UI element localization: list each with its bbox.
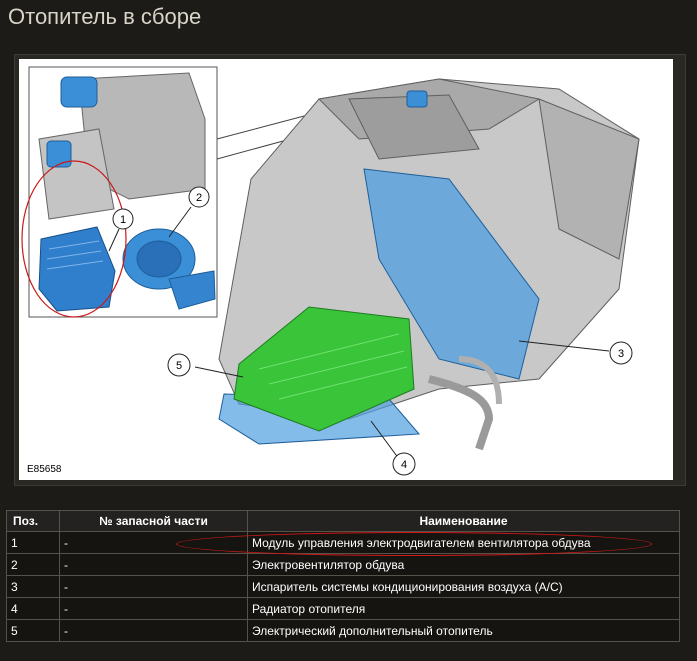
row-name: Модуль управления электродвигателем вент… — [247, 531, 680, 554]
parts-table: Поз. № запасной части Наименование 1 - М… — [6, 510, 680, 642]
svg-text:4: 4 — [401, 459, 407, 471]
ac-evaporator — [363, 168, 540, 380]
row-pos: 3 — [6, 575, 60, 598]
row-pos: 4 — [6, 597, 60, 620]
figure-frame: 1 2 3 4 5 E85658 — [14, 54, 686, 486]
row-pos: 1 — [6, 531, 60, 554]
svg-text:3: 3 — [618, 348, 624, 360]
table-row: 4 - Радиатор отопителя — [6, 597, 680, 620]
page-title: Отопитель в сборе — [8, 4, 202, 29]
callout-5: 5 — [167, 353, 191, 377]
row-name: Электрический дополнительный отопитель — [247, 619, 680, 642]
figure-code: E85658 — [27, 464, 62, 475]
table-header-row: Поз. № запасной части Наименование — [6, 510, 680, 532]
table-row: 1 - Модуль управления электродвигателем … — [6, 531, 680, 554]
heater-assembly-diagram: 1 2 3 4 5 E85658 — [19, 59, 673, 480]
blower-motor — [122, 228, 216, 310]
row-name: Электровентилятор обдува — [247, 553, 680, 576]
callout-3: 3 — [609, 341, 633, 365]
row-part-number: - — [59, 597, 248, 620]
svg-text:2: 2 — [196, 192, 202, 204]
callout-1: 1 — [112, 208, 134, 230]
header-part-number: № запасной части — [59, 510, 248, 532]
diagram-svg: 1 2 3 4 5 — [21, 66, 640, 476]
row-part-number: - — [59, 531, 248, 554]
row-name: Испаритель системы кондиционирования воз… — [247, 575, 680, 598]
svg-text:1: 1 — [120, 214, 126, 226]
header-pos: Поз. — [6, 510, 60, 532]
electric-aux-heater — [233, 306, 415, 432]
header-name: Наименование — [247, 510, 680, 532]
svg-text:5: 5 — [176, 360, 182, 372]
inset-module-part — [60, 76, 98, 108]
row-pos: 5 — [6, 619, 60, 642]
row-part-number: - — [59, 553, 248, 576]
callout-4: 4 — [392, 452, 416, 476]
table-row: 5 - Электрический дополнительный отопите… — [6, 619, 680, 642]
blower-control-module — [38, 226, 116, 312]
inset-annotation-oval — [21, 160, 127, 318]
row-pos: 2 — [6, 553, 60, 576]
row-part-number: - — [59, 619, 248, 642]
table-row: 3 - Испаритель системы кондиционирования… — [6, 575, 680, 598]
table-row: 2 - Электровентилятор обдува — [6, 553, 680, 576]
row-name: Радиатор отопителя — [247, 597, 680, 620]
callout-2: 2 — [188, 186, 210, 208]
row-part-number: - — [59, 575, 248, 598]
